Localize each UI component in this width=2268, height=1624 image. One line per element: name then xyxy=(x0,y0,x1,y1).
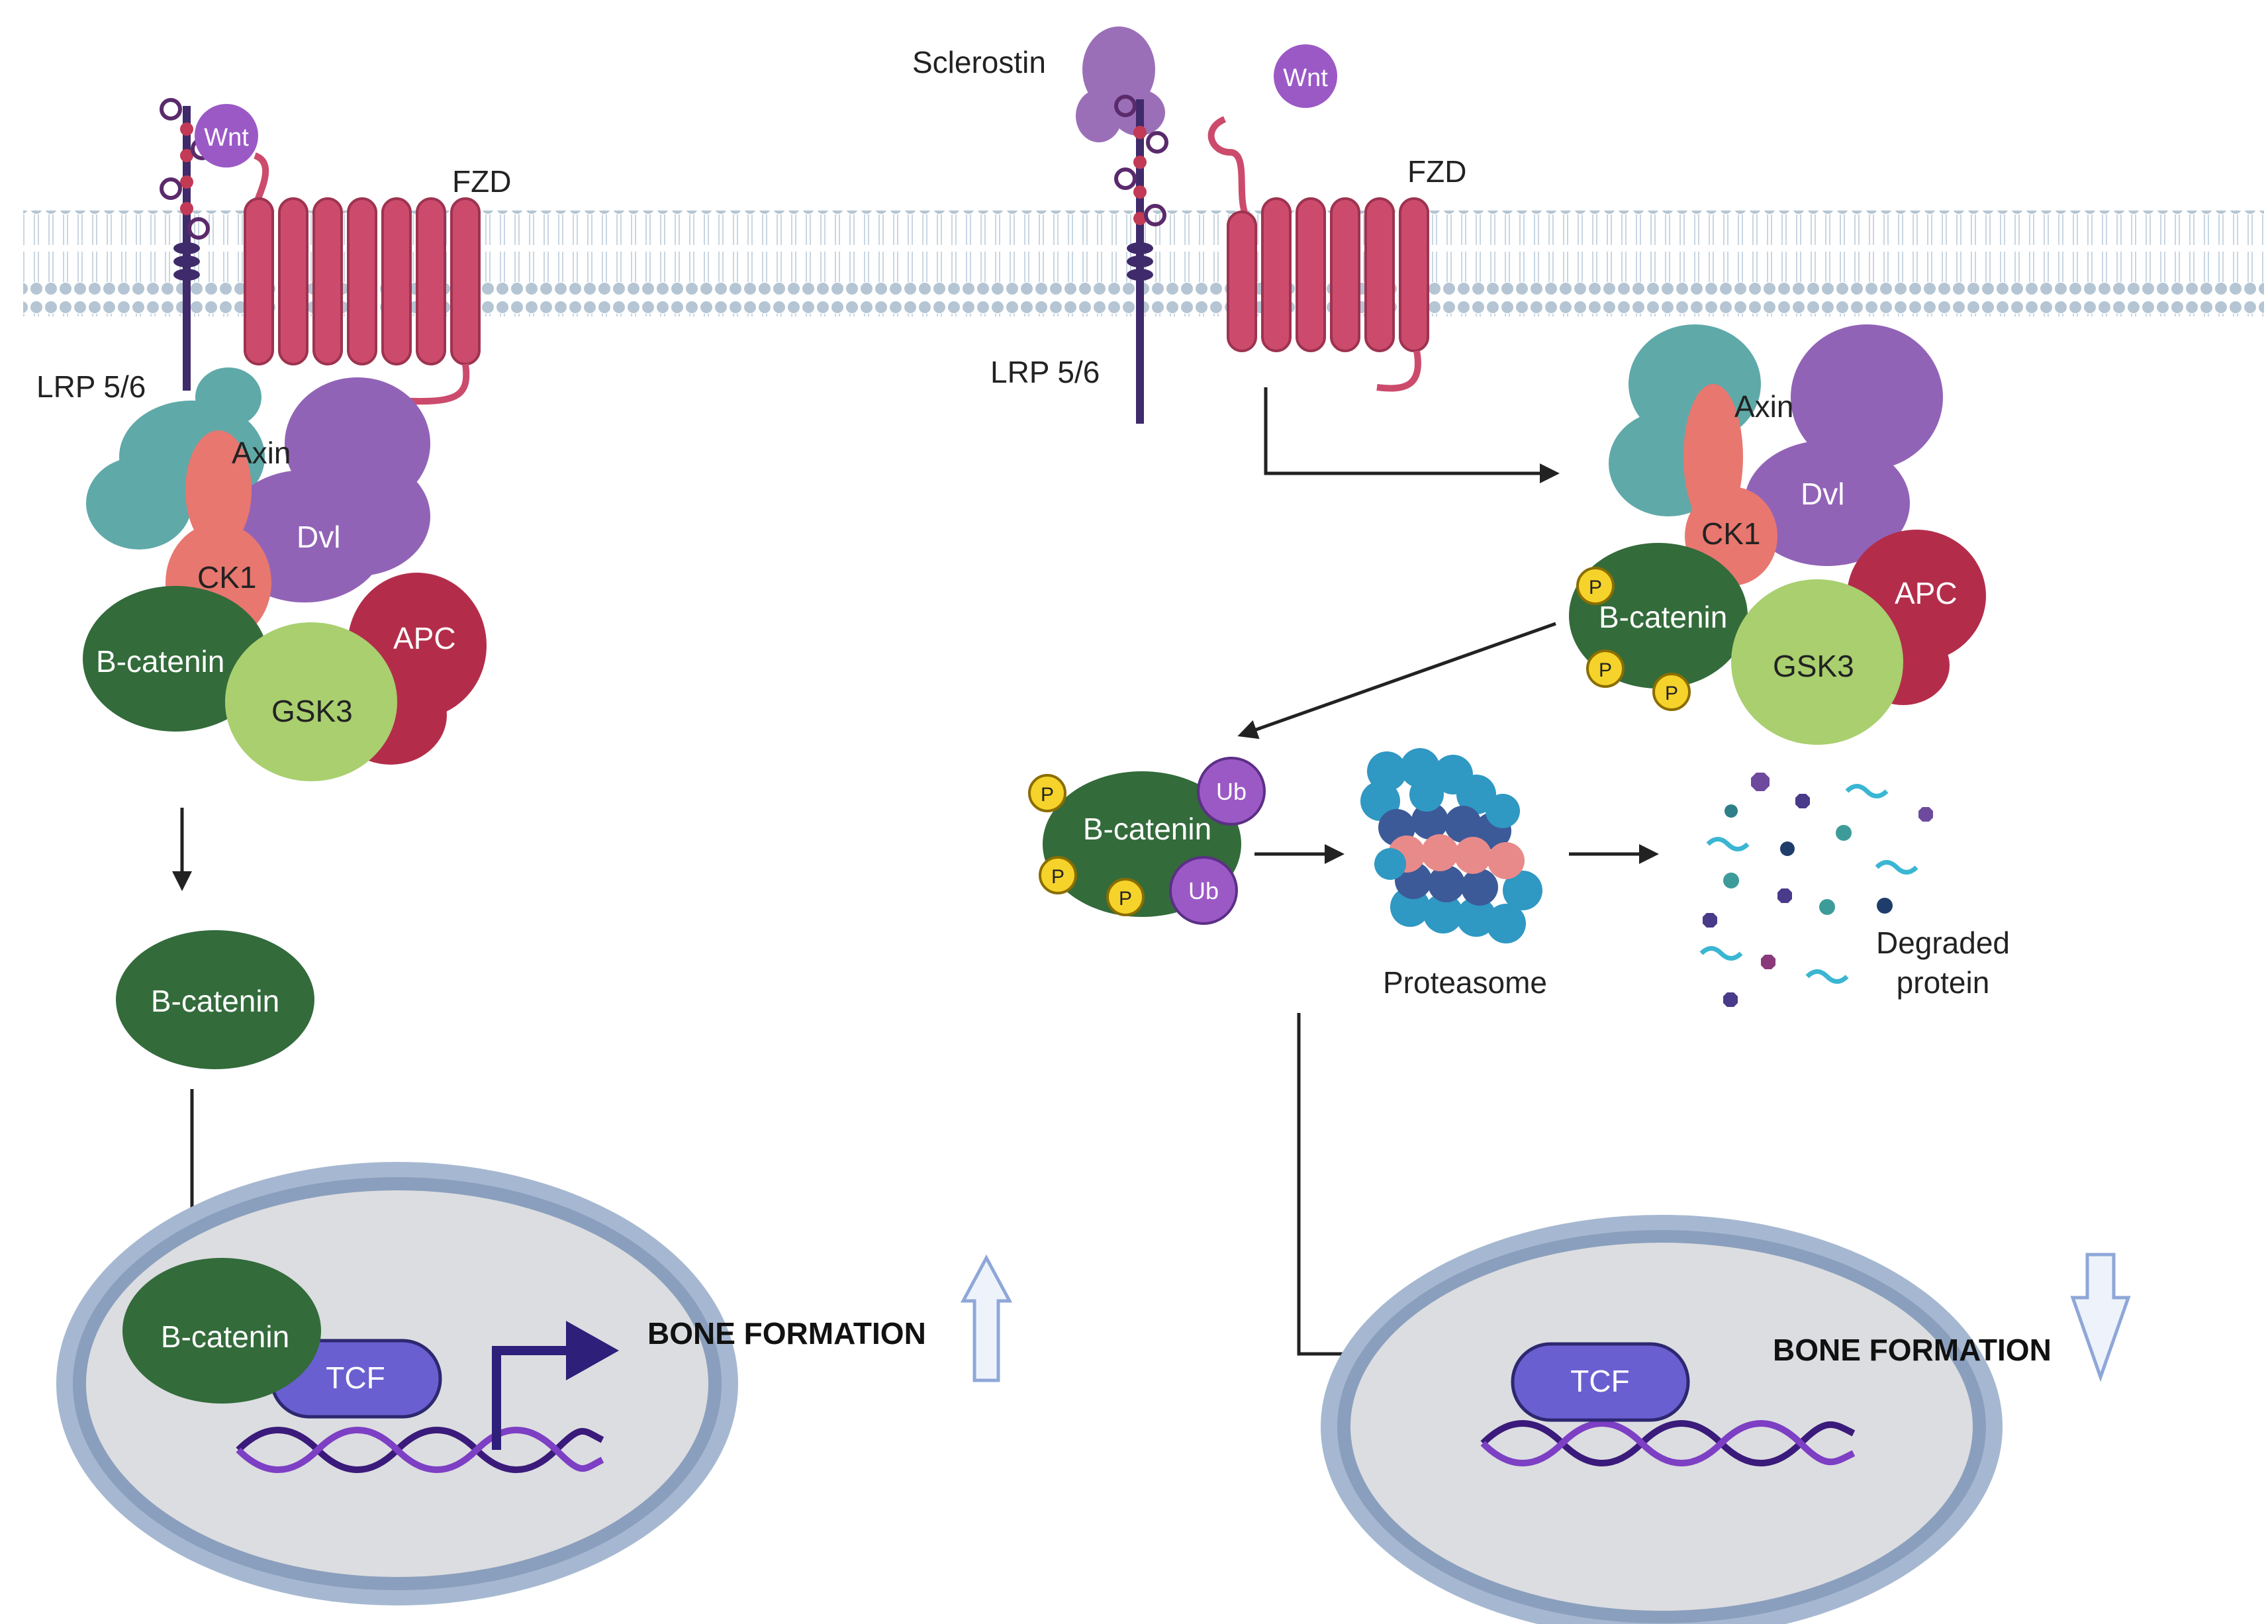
gsk3-label: GSK3 xyxy=(1773,649,1854,683)
arrow-to-ub-bcatenin xyxy=(1237,622,1556,740)
gsk3-label: GSK3 xyxy=(271,694,353,728)
degraded-label-line1: Degraded xyxy=(1876,926,2010,960)
tcf-label-left: TCF xyxy=(326,1361,385,1395)
destruction-complex-right: P P P Axin Dvl CK1 APC B-catenin GSK3 xyxy=(1569,324,1986,745)
dvl-protein xyxy=(1744,324,1943,566)
phosphate-group: P xyxy=(1576,567,1615,605)
arrow-to-complex xyxy=(1264,387,1560,483)
dvl-label: Dvl xyxy=(1801,477,1844,511)
degraded-label-line2: protein xyxy=(1897,965,1990,1000)
phosphate-group: P xyxy=(1039,856,1077,894)
lrp-label-left: LRP 5/6 xyxy=(36,369,146,404)
apc-label: APC xyxy=(1895,576,1958,610)
phosphate-group: P xyxy=(1106,878,1145,916)
fzd-receptor-right xyxy=(1207,116,1429,392)
svg-text:P: P xyxy=(1051,866,1064,888)
ubiquitin-icon: Ub xyxy=(1169,856,1238,925)
wnt-ligand-left: Wnt xyxy=(195,104,258,167)
phosphate-group: P xyxy=(1586,649,1625,688)
ck1-protein xyxy=(1683,384,1777,586)
bcatenin-label: B-catenin xyxy=(1599,600,1727,634)
dvl-label: Dvl xyxy=(297,520,340,554)
proteasome-label: Proteasome xyxy=(1383,965,1547,1000)
transcription-arrow-icon xyxy=(492,1321,619,1450)
svg-text:P: P xyxy=(1119,888,1132,910)
svg-text:P: P xyxy=(1665,683,1678,704)
axin-label: Axin xyxy=(232,436,291,470)
dna-right xyxy=(1480,1420,1856,1466)
sclerostin-protein xyxy=(1076,26,1165,142)
glycan-icon xyxy=(1114,95,1168,226)
tcf-right: TCF xyxy=(1511,1342,1690,1422)
left-panel-wnt-on: LRP 5/6 Wnt FZD xyxy=(36,98,1013,1605)
phosphate-group: P xyxy=(1028,774,1066,812)
down-arrow-icon xyxy=(2070,1253,2131,1382)
phosphate-group: P xyxy=(1652,673,1691,711)
outcome-label-left: BONE FORMATION xyxy=(647,1316,926,1351)
wnt-label-left: Wnt xyxy=(204,124,249,152)
bcatenin-free: B-catenin xyxy=(116,930,314,1069)
wnt-ligand-right: Wnt xyxy=(1274,44,1337,108)
bcatenin-ubiquitinated: P P P Ub Ub B-catenin xyxy=(1028,757,1266,925)
degraded-protein-icon xyxy=(1699,773,1933,1007)
fzd-receptor-left xyxy=(244,152,481,405)
lrp-receptor-right xyxy=(1114,95,1168,424)
bcatenin-protein xyxy=(83,586,268,732)
svg-text:Ub: Ub xyxy=(1216,778,1247,805)
tcf-label-right: TCF xyxy=(1570,1364,1629,1398)
dna-left xyxy=(236,1427,604,1473)
right-panel-sclerostin: Sclerostin LRP 5/6 Wnt xyxy=(912,26,2131,1624)
fzd-label-right: FZD xyxy=(1407,154,1466,189)
bcatenin-label: B-catenin xyxy=(96,644,224,679)
lrp-label-right: LRP 5/6 xyxy=(990,355,1100,389)
outcome-label-right: BONE FORMATION xyxy=(1773,1333,2052,1367)
svg-text:P: P xyxy=(1589,577,1602,598)
up-arrow-icon xyxy=(960,1254,1013,1382)
tcf-left: TCF xyxy=(269,1339,442,1419)
svg-text:P: P xyxy=(1599,659,1612,681)
bcatenin-nuclear: B-catenin xyxy=(122,1258,321,1404)
ck1-label: CK1 xyxy=(197,560,256,595)
axin-label: Axin xyxy=(1734,389,1793,424)
ck1-label: CK1 xyxy=(1701,516,1760,551)
wnt-label-right: Wnt xyxy=(1283,64,1328,92)
gsk3-protein xyxy=(225,622,397,781)
proteasome-icon xyxy=(1360,748,1542,943)
ubiquitin-icon: Ub xyxy=(1197,757,1266,826)
apc-label: APC xyxy=(393,621,456,655)
bcatenin-ub-label: B-catenin xyxy=(1083,812,1211,846)
svg-text:Ub: Ub xyxy=(1188,877,1219,904)
svg-text:P: P xyxy=(1041,784,1054,806)
gsk3-protein xyxy=(1731,579,1903,745)
fzd-label-left: FZD xyxy=(452,164,511,199)
bcatenin-free-label: B-catenin xyxy=(151,984,279,1018)
bcatenin-nuclear-label: B-catenin xyxy=(161,1319,289,1354)
destruction-complex-left: Axin Dvl CK1 APC B-catenin GSK3 xyxy=(83,367,487,781)
sclerostin-label: Sclerostin xyxy=(912,45,1046,79)
